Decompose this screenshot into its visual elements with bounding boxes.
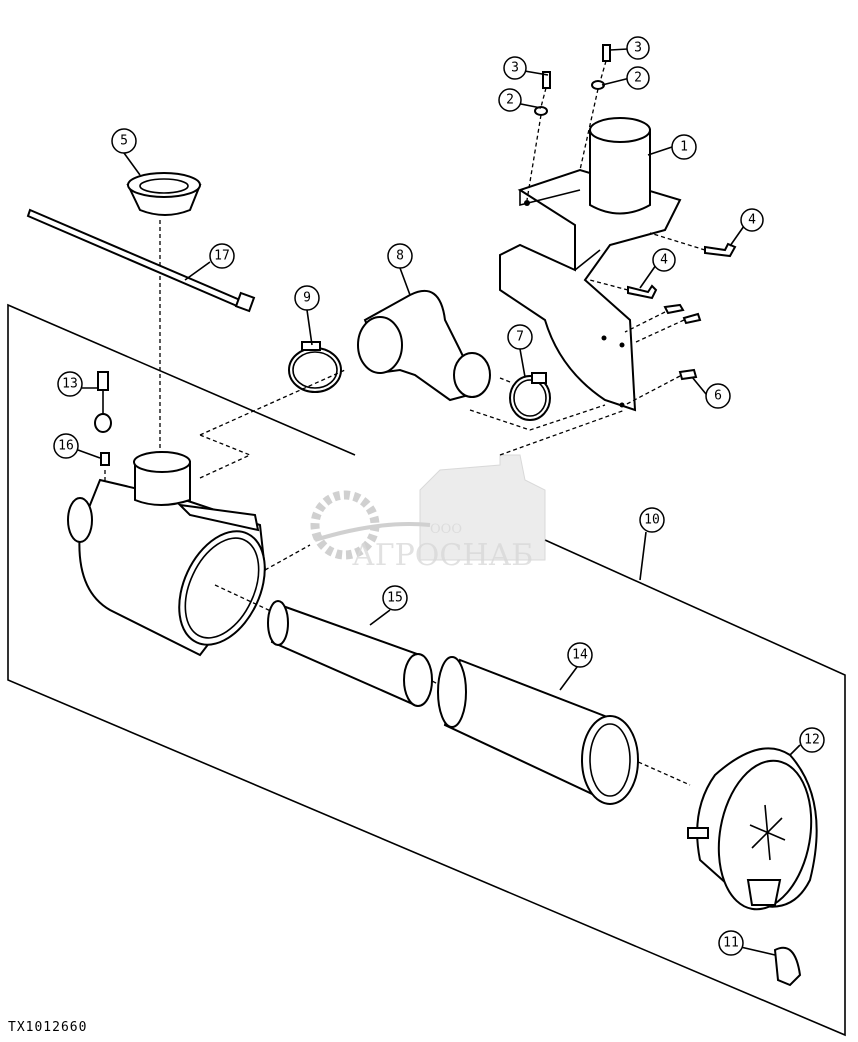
svg-text:10: 10	[644, 513, 660, 528]
svg-text:16: 16	[58, 439, 74, 454]
watermark-prefix: ООО	[430, 522, 462, 537]
callout-17: 17	[209, 243, 235, 269]
callout-5: 5	[111, 128, 137, 154]
svg-text:9: 9	[303, 291, 311, 306]
callout-3b: 3	[626, 36, 650, 60]
svg-text:2: 2	[506, 93, 514, 108]
callout-12: 12	[799, 727, 825, 753]
callout-9: 9	[294, 285, 320, 311]
callout-15: 15	[382, 585, 408, 611]
svg-text:3: 3	[511, 61, 519, 76]
svg-text:2: 2	[634, 71, 642, 86]
callout-labels: 3 3 2 2 5 1 4 17 8 4 9 7 13 6 16 10 15 1…	[53, 36, 825, 956]
watermark-name: АГРОСНАБ	[352, 538, 533, 573]
svg-text:13: 13	[62, 377, 78, 392]
cover-part-12	[687, 747, 818, 987]
callout-1: 1	[671, 134, 697, 160]
svg-text:3: 3	[634, 41, 642, 56]
cap-part-5	[126, 172, 202, 455]
callout-2b: 2	[626, 66, 650, 90]
callout-13: 13	[57, 371, 83, 397]
air-cleaner-housing	[67, 451, 267, 657]
callout-4b: 4	[652, 248, 676, 272]
hose-clamp-part-7	[509, 372, 551, 421]
svg-text:12: 12	[804, 733, 820, 748]
callout-7: 7	[507, 324, 533, 350]
callout-4a: 4	[740, 208, 764, 232]
elbow-hose-part-8	[357, 289, 491, 402]
callout-11: 11	[718, 930, 744, 956]
bolts-and-washers	[526, 44, 737, 406]
primary-filter-part-14	[437, 656, 639, 805]
figure-id-label: TX1012660	[8, 1020, 88, 1035]
safety-filter-part-15	[267, 600, 433, 707]
hose-clamp-part-9	[288, 341, 342, 393]
svg-text:17: 17	[214, 249, 230, 264]
svg-text:8: 8	[396, 249, 404, 264]
callout-16: 16	[53, 433, 79, 459]
callout-10: 10	[639, 507, 665, 533]
svg-text:4: 4	[748, 213, 756, 228]
callout-8: 8	[387, 243, 413, 269]
callout-6: 6	[705, 383, 731, 409]
callout-3a: 3	[503, 56, 527, 80]
svg-text:15: 15	[387, 591, 403, 606]
callout-2a: 2	[498, 88, 522, 112]
assembly-plate-outline	[7, 303, 846, 1037]
watermark-logo: ООО АГРОСНАБ	[310, 454, 546, 573]
svg-text:6: 6	[714, 389, 722, 404]
assembly-dashed-lines	[199, 369, 626, 479]
bracket-part-1	[499, 117, 682, 412]
cable-tie-part-17	[26, 208, 256, 313]
svg-text:14: 14	[572, 648, 588, 663]
svg-text:11: 11	[723, 936, 739, 951]
svg-text:5: 5	[120, 134, 128, 149]
svg-text:1: 1	[680, 140, 688, 155]
svg-text:4: 4	[660, 253, 668, 268]
restriction-indicator-part-13	[94, 371, 112, 433]
callout-14: 14	[567, 642, 593, 668]
svg-text:7: 7	[516, 330, 524, 345]
